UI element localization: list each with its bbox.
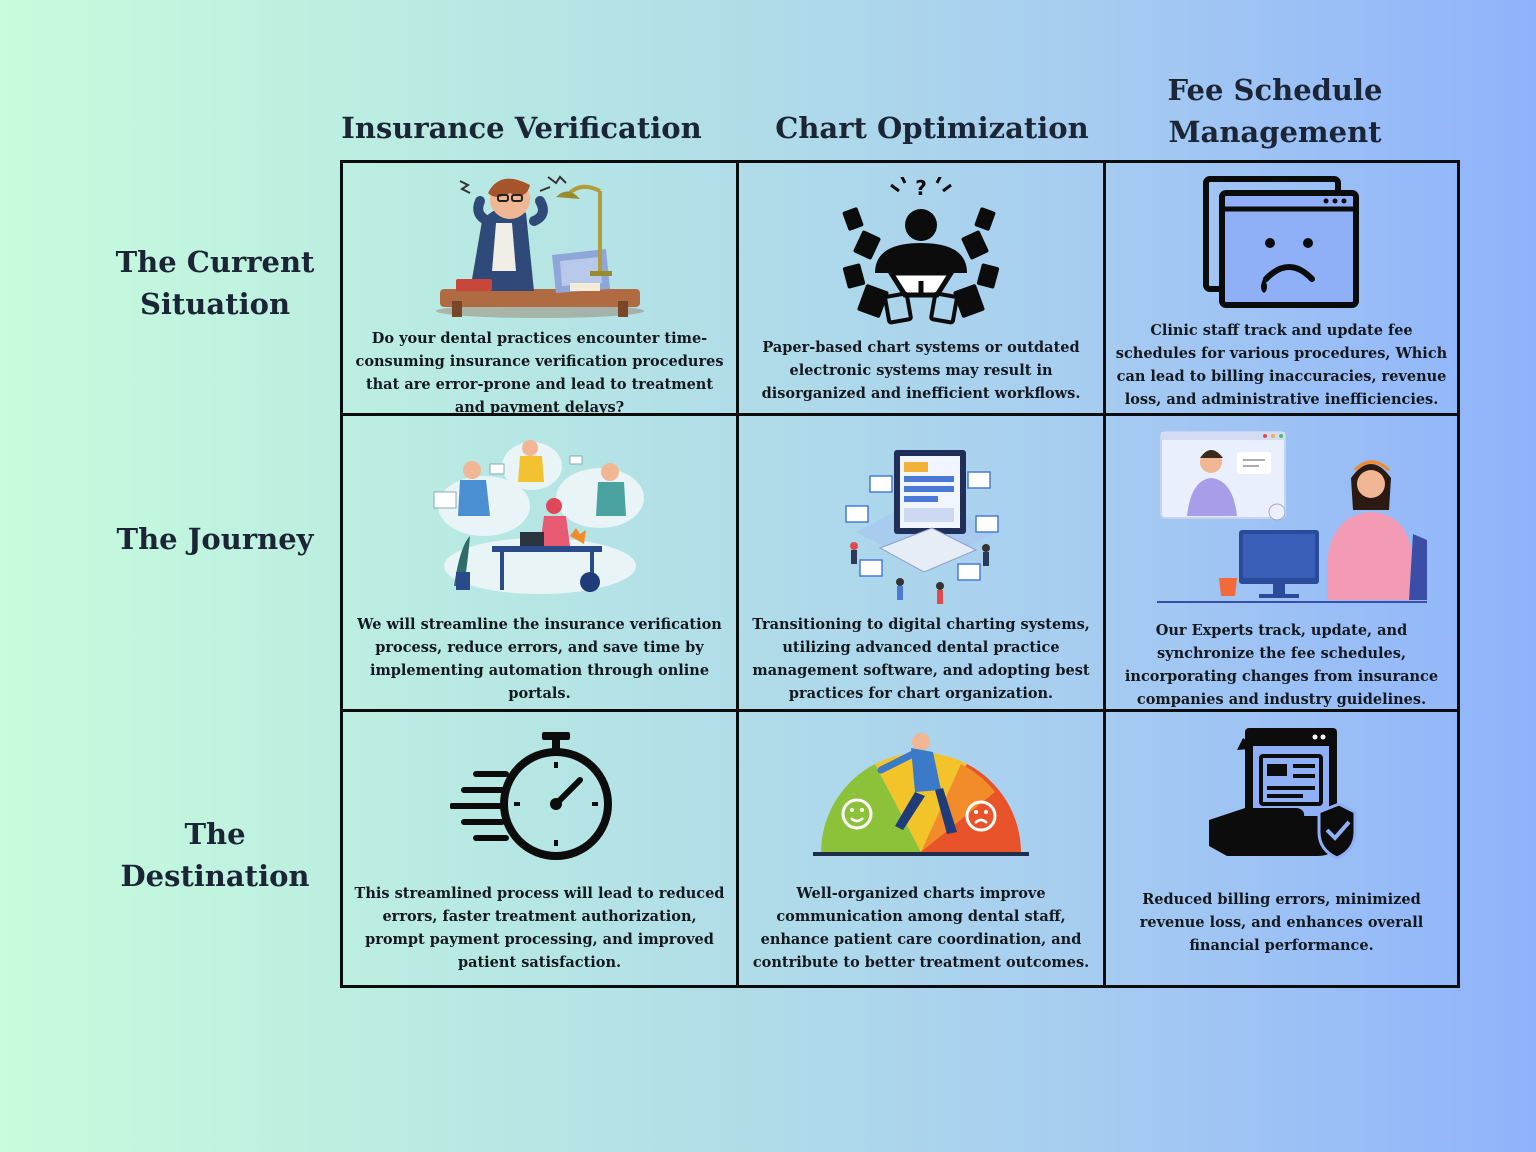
cell-description: We will streamline the insurance verific…: [357, 616, 722, 702]
cell-description: Paper-based chart systems or outdated el…: [761, 339, 1081, 402]
cell-description: Reduced billing errors, minimized revenu…: [1139, 891, 1424, 954]
cell-destination-insurance: This streamlined process will lead to re…: [343, 712, 739, 985]
cell-description: This streamlined process will lead to re…: [354, 885, 725, 971]
video-call-support-illustration: [1106, 430, 1457, 605]
row-heading-journey: The Journey: [95, 518, 335, 560]
digital-system-illustration: [739, 436, 1103, 606]
cell-current-insurance: Do your dental practices encounter time-…: [343, 163, 739, 416]
column-heading-line: Management: [1168, 115, 1382, 149]
row-heading-destination: The Destination: [95, 813, 335, 897]
column-heading-text: Insurance Verification: [341, 111, 702, 145]
cell-journey-chart: Transitioning to digital charting system…: [739, 416, 1106, 712]
row-heading-text: The Journey: [116, 522, 314, 556]
sad-browser-window-icon: [1106, 175, 1457, 311]
team-collaboration-illustration: [343, 436, 736, 594]
confused-paperwork-icon: ?: [739, 177, 1103, 327]
svg-text:?: ?: [915, 177, 927, 200]
cell-destination-chart: Well-organized charts improve communicat…: [739, 712, 1106, 985]
satisfaction-gauge-illustration: [739, 730, 1103, 858]
secure-dashboard-hand-icon: [1106, 724, 1457, 862]
row-heading-text: The Destination: [120, 817, 310, 893]
column-heading-line: Fee Schedule: [1167, 73, 1383, 107]
cell-description: Well-organized charts improve communicat…: [752, 885, 1090, 971]
stressed-worker-illustration: [343, 171, 736, 321]
column-heading-insurance-verification: Insurance Verification: [340, 107, 703, 149]
comparison-grid: Do your dental practices encounter time-…: [340, 160, 1460, 988]
cell-description: Clinic staff track and update fee schedu…: [1115, 322, 1448, 408]
column-heading-chart-optimization: Chart Optimization: [737, 107, 1127, 149]
cell-destination-fee: Reduced billing errors, minimized revenu…: [1106, 712, 1457, 985]
cell-description: Our Experts track, update, and synchroni…: [1124, 622, 1439, 708]
cell-description: Transitioning to digital charting system…: [752, 616, 1090, 702]
cell-journey-fee: Our Experts track, update, and synchroni…: [1106, 416, 1457, 712]
column-heading-fee-schedule-management: Fee Schedule Management: [1105, 69, 1445, 153]
row-heading-line: The Current: [115, 245, 315, 279]
cell-current-fee: Clinic staff track and update fee schedu…: [1106, 163, 1457, 416]
cell-current-chart: ? Paper-based chart systems or outdated …: [739, 163, 1106, 416]
cell-journey-insurance: We will streamline the insurance verific…: [343, 416, 739, 712]
cell-description: Do your dental practices encounter time-…: [355, 330, 724, 416]
column-heading-text: Chart Optimization: [775, 111, 1089, 145]
row-heading-current-situation: The Current Situation: [95, 241, 335, 325]
fast-stopwatch-icon: [343, 730, 736, 870]
row-heading-line: Situation: [139, 287, 291, 321]
